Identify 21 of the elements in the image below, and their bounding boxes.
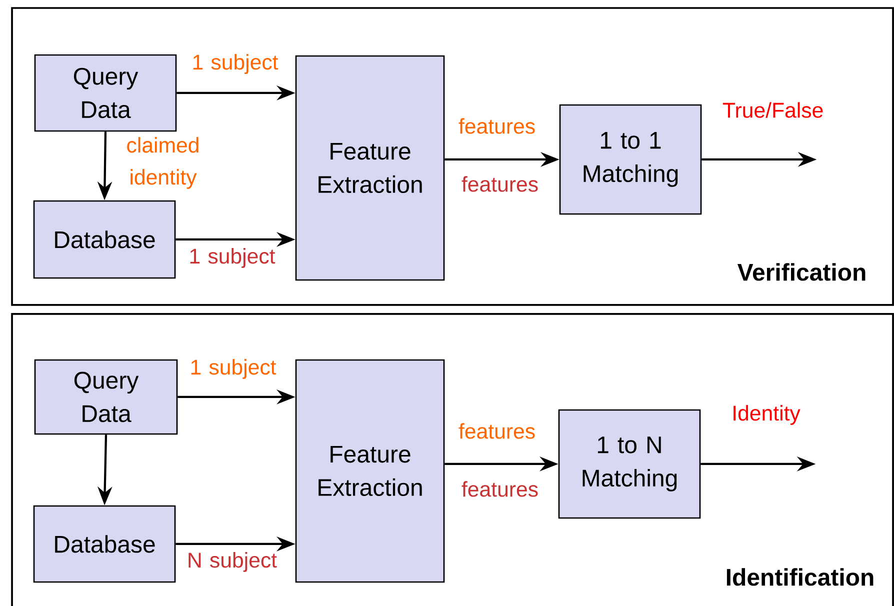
edge-label: features	[458, 118, 535, 134]
panel-heading: Verification	[737, 263, 866, 281]
edge-label: 1 subject	[190, 248, 276, 268]
feature-label: features	[462, 481, 538, 497]
edge-label: 1 subject	[193, 54, 278, 74]
process-box: Query Data	[34, 54, 177, 132]
process-box: Database	[33, 200, 176, 279]
edge-label: N subject	[188, 552, 277, 572]
edge-label: features	[458, 423, 535, 439]
feature-label: features	[462, 176, 538, 192]
process-box: Database	[33, 505, 176, 583]
edge-label: Identity	[734, 405, 800, 425]
process-box: 1 to 1 Matching	[559, 104, 702, 215]
process-box: Query Data	[34, 359, 178, 435]
process-box: Feature Extraction	[295, 55, 445, 281]
panel-heading: Identification	[726, 568, 874, 586]
process-box: Feature Extraction	[295, 359, 445, 583]
edge-label: 1 subject	[191, 359, 276, 379]
edge-label: True/False	[722, 102, 823, 118]
edge-label: claimed identity	[127, 137, 198, 189]
process-box: 1 to N Matching	[558, 409, 701, 519]
